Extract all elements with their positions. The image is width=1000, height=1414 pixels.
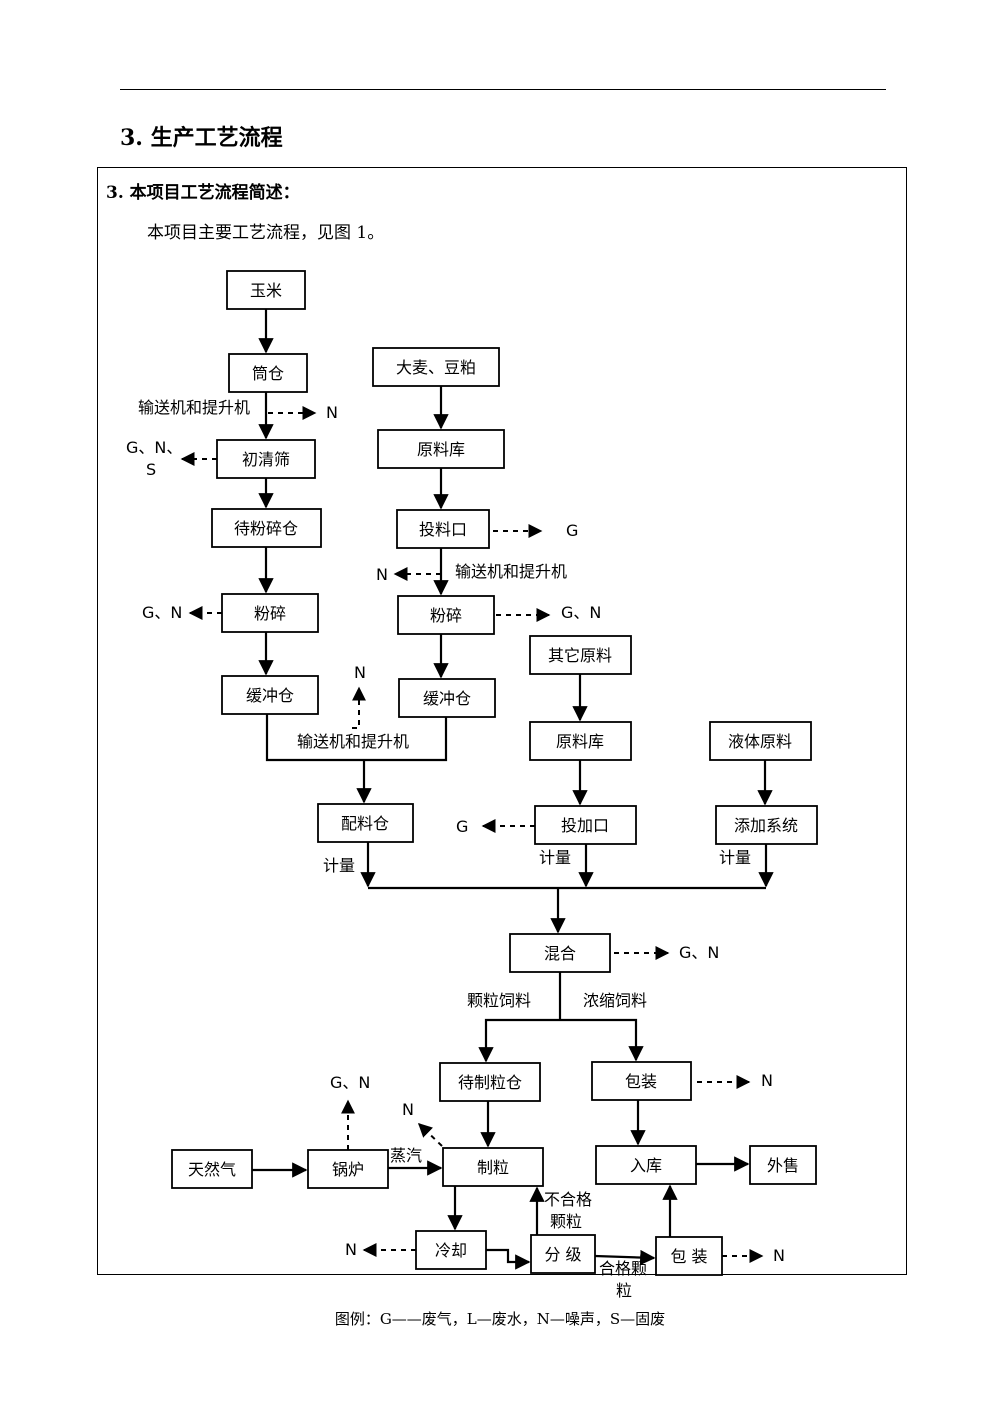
- arrow-fenji-baozhuang2: [594, 1249, 656, 1266]
- label-qualified-1: 合格颗: [599, 1259, 647, 1278]
- box-fensui1: [221, 593, 319, 633]
- label-unqualified-2: 颗粒: [550, 1212, 582, 1231]
- label-keli-feed: 颗粒饲料: [467, 991, 531, 1010]
- section-heading: 3. 生产工艺流程: [120, 125, 283, 151]
- line-huanchong-merge: [265, 714, 448, 762]
- label-fensui2: 粉碎: [430, 606, 462, 625]
- label-toujiakou: 投加口: [561, 816, 609, 835]
- label-guolu: 锅炉: [332, 1160, 364, 1179]
- box-huanchongcang1: [221, 675, 319, 715]
- emission-n-zhili: N: [402, 1100, 414, 1119]
- emission-n-conveyor1: N: [354, 663, 366, 682]
- box-fensui2: [397, 595, 495, 635]
- emission-g-toujia: G: [456, 817, 468, 836]
- box-heading: 3. 本项目工艺流程简述：: [106, 183, 300, 203]
- label-conveyor3: 输送机和提升机: [297, 732, 409, 751]
- label-nongsuo-feed: 浓缩饲料: [583, 991, 647, 1010]
- arrow-lengque-fenji: [486, 1248, 531, 1270]
- label-jiliang1: 计量: [323, 856, 355, 875]
- box-yumi: [226, 270, 306, 310]
- label-qualified-2: 粒: [616, 1281, 632, 1300]
- box-hunhe: [509, 933, 611, 973]
- label-yuanliaoku2: 原料库: [556, 732, 604, 751]
- label-jiliang3: 计量: [719, 848, 751, 867]
- label-huanchongcang2: 缓冲仓: [423, 689, 471, 708]
- box-damai: [372, 347, 500, 387]
- header-rule: [120, 89, 886, 90]
- label-yetiyuanliao: 液体原料: [728, 732, 792, 751]
- label-tianranqi: 天然气: [188, 1160, 236, 1179]
- box-chuqingshai: [216, 439, 316, 479]
- label-zhili: 制粒: [477, 1158, 509, 1177]
- emission-n-tongcang: N: [326, 403, 338, 422]
- label-unqualified-1: 不合格: [544, 1190, 592, 1209]
- box-yuanliaoku1: [377, 429, 505, 469]
- box-daifensuicang: [211, 508, 322, 548]
- label-daizhilicang: 待制粒仓: [458, 1073, 522, 1092]
- emission-n-baozhuang2: N: [773, 1246, 785, 1265]
- emission-gn-hunhe: G、N: [679, 943, 719, 962]
- emission-n-conveyor2: N: [376, 565, 388, 584]
- emission-gn-fensui1: G、N: [142, 603, 182, 622]
- intro-text: 本项目主要工艺流程，见图 1。: [147, 223, 385, 243]
- label-fenji: 分 级: [544, 1245, 581, 1264]
- box-toujiakou: [534, 805, 637, 845]
- label-yumi: 玉米: [250, 281, 282, 300]
- box-daizhilicang: [439, 1062, 541, 1102]
- label-baozhuang2: 包 装: [670, 1247, 707, 1266]
- label-tongcang: 筒仓: [252, 364, 284, 383]
- emission-gns-line2: S: [146, 460, 156, 479]
- label-touliaokou: 投料口: [419, 520, 467, 539]
- emission-n-baozhuang1: N: [761, 1071, 773, 1090]
- label-huanchongcang1: 缓冲仓: [246, 686, 294, 705]
- emission-gn-fensui2: G、N: [561, 603, 601, 622]
- emission-arrow-conveyor1: [352, 686, 366, 729]
- box-fenji: [530, 1234, 596, 1274]
- arrow-split-baozhuang: [560, 1018, 644, 1062]
- box-yetiyuanliao: [709, 721, 812, 761]
- label-damai: 大麦、豆粕: [396, 358, 476, 377]
- label-conveyor2: 输送机和提升机: [455, 562, 567, 581]
- box-baozhuang1: [591, 1061, 692, 1101]
- label-hunhe: 混合: [544, 944, 576, 963]
- emission-n-lengque: N: [345, 1240, 357, 1259]
- label-chuqingshai: 初清筛: [242, 450, 290, 469]
- label-yuanliaoku1: 原料库: [417, 440, 465, 459]
- label-fensui1: 粉碎: [254, 604, 286, 623]
- emission-g-touliao: G: [566, 521, 578, 540]
- box-peiliaocang: [317, 803, 414, 843]
- label-jiliang2: 计量: [539, 848, 571, 867]
- label-peiliaocang: 配料仓: [341, 814, 389, 833]
- box-waishou: [749, 1145, 817, 1185]
- label-baozhuang1: 包装: [625, 1072, 657, 1091]
- label-qitayuanliao: 其它原料: [548, 646, 612, 665]
- label-steam: 蒸汽: [390, 1146, 422, 1165]
- arrow-split-daizhili: [478, 1018, 560, 1063]
- box-touliaokou: [396, 509, 490, 549]
- box-huanchongcang2: [398, 678, 496, 718]
- box-ruku: [595, 1145, 697, 1185]
- emission-gns-line1: G、N、: [126, 438, 182, 457]
- label-conveyor1: 输送机和提升机: [138, 398, 250, 417]
- label-tianjiaxitong: 添加系统: [734, 816, 798, 835]
- label-ruku: 入库: [630, 1156, 662, 1175]
- label-waishou: 外售: [767, 1156, 799, 1175]
- label-lengque: 冷却: [435, 1241, 467, 1260]
- emission-arrow-zhili: [417, 1123, 443, 1147]
- label-daifensuicang: 待粉碎仓: [234, 519, 298, 538]
- box-zhili: [442, 1147, 544, 1187]
- emission-gn-guolu: G、N: [330, 1073, 370, 1092]
- content-frame: [97, 167, 907, 1275]
- box-tongcang: [228, 353, 308, 393]
- legend-caption: 图例：G——废气，L—废水，N—噪声，S—固废: [334, 1310, 666, 1328]
